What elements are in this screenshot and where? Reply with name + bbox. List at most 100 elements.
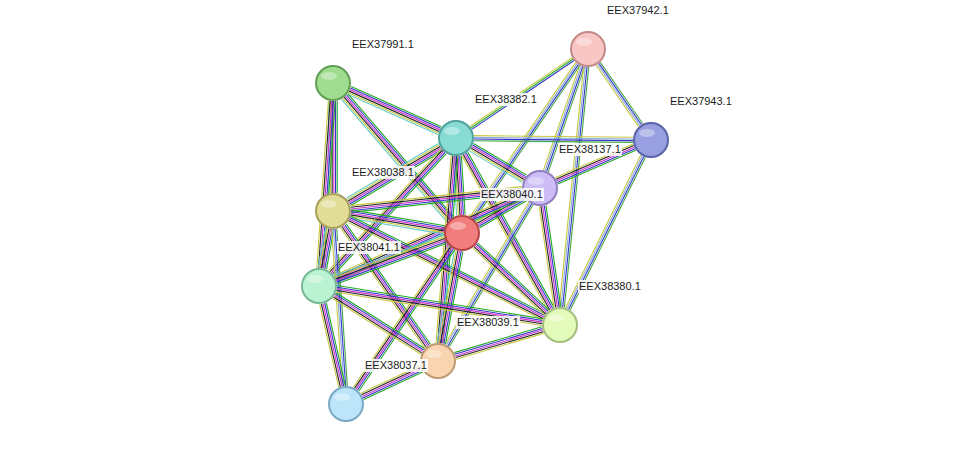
protein-node: EEX37991.1: [315, 65, 351, 101]
node-circle-shape: [316, 194, 350, 228]
node-highlight: [444, 127, 460, 135]
node-circle: [328, 386, 364, 422]
node-highlight: [639, 129, 655, 137]
node-highlight: [548, 314, 564, 322]
evidence-line: [346, 144, 438, 199]
node-circle-shape: [571, 32, 605, 66]
interaction-edge: [559, 67, 588, 308]
node-highlight: [321, 200, 337, 208]
node-label: EEX38040.1: [480, 188, 544, 201]
node-circle: [438, 120, 474, 156]
evidence-line: [317, 101, 329, 268]
interaction-edge: [445, 202, 533, 347]
interaction-edge: [332, 293, 424, 355]
evidence-line: [337, 101, 338, 193]
evidence-line: [541, 206, 556, 307]
evidence-line: [469, 151, 522, 183]
evidence-line: [559, 67, 583, 307]
evidence-line: [599, 63, 642, 124]
interaction-edge: [334, 235, 446, 283]
evidence-line: [347, 145, 439, 200]
node-label: EEX38137.1: [558, 143, 622, 156]
evidence-line: [570, 157, 645, 310]
node-circle: [315, 65, 351, 101]
node-label: EEX38041.1: [337, 241, 401, 254]
evidence-line: [336, 238, 445, 278]
interaction-edge: [539, 205, 561, 307]
protein-node: EEX38038.1: [315, 193, 351, 229]
node-label: EEX37943.1: [669, 95, 733, 108]
evidence-line: [332, 298, 421, 354]
evidence-line: [349, 148, 441, 203]
node-circle-shape: [439, 121, 473, 155]
evidence-line: [320, 101, 332, 268]
evidence-line: [322, 101, 334, 268]
evidence-line: [323, 304, 342, 387]
protein-node: EEX37943.1: [633, 122, 669, 158]
node-label: EEX38039.1: [456, 316, 520, 329]
node-circle: [444, 215, 480, 251]
evidence-line: [325, 303, 344, 386]
protein-node: EEX38040.1: [444, 215, 480, 251]
evidence-line: [445, 251, 462, 344]
evidence-line: [324, 101, 336, 268]
node-circle-shape: [445, 216, 479, 250]
node-circle: [542, 307, 578, 343]
node-highlight: [334, 393, 350, 401]
evidence-line: [335, 194, 523, 277]
evidence-line: [470, 149, 523, 181]
node-circle-shape: [302, 269, 336, 303]
evidence-line: [598, 64, 641, 125]
node-label: EEX38380.1: [578, 280, 642, 293]
evidence-line: [456, 332, 543, 358]
interaction-edge: [474, 136, 633, 143]
evidence-line: [333, 297, 422, 353]
evidence-line: [444, 251, 461, 344]
interaction-edge: [334, 192, 525, 282]
evidence-line: [320, 304, 339, 387]
node-label: EEX37991.1: [351, 38, 415, 51]
evidence-line: [456, 333, 543, 359]
evidence-line: [472, 60, 574, 129]
interaction-edge: [320, 303, 346, 387]
evidence-line: [474, 144, 527, 176]
evidence-line: [337, 286, 542, 319]
evidence-line: [474, 247, 546, 314]
evidence-line: [476, 244, 548, 311]
node-label: EEX38038.1: [351, 166, 415, 179]
evidence-line: [454, 327, 541, 353]
node-circle: [570, 31, 606, 67]
node-circle: [315, 193, 351, 229]
evidence-line: [471, 59, 573, 128]
evidence-line: [319, 101, 331, 268]
evidence-line: [320, 228, 327, 268]
evidence-line: [321, 229, 328, 269]
evidence-line: [539, 206, 554, 307]
node-highlight: [576, 38, 592, 46]
node-circle-shape: [316, 66, 350, 100]
evidence-line: [363, 370, 422, 398]
interaction-edge: [566, 155, 646, 310]
evidence-line: [336, 240, 445, 280]
node-label: EEX38037.1: [364, 359, 428, 372]
evidence-line: [348, 146, 440, 201]
node-circle-shape: [329, 387, 363, 421]
evidence-line: [475, 245, 547, 312]
evidence-line: [567, 156, 642, 309]
evidence-line: [455, 330, 542, 356]
protein-node: EEX38382.1: [438, 120, 474, 156]
interaction-edge: [346, 144, 442, 206]
protein-node: EEX38380.1: [542, 307, 578, 343]
interaction-edge: [473, 243, 549, 315]
node-highlight: [321, 72, 337, 80]
evidence-line: [569, 157, 644, 310]
node-circle-shape: [543, 308, 577, 342]
evidence-line: [455, 328, 542, 354]
evidence-line: [318, 228, 325, 268]
node-highlight: [307, 275, 323, 283]
evidence-line: [321, 304, 340, 387]
node-circle: [301, 268, 337, 304]
node-circle: [633, 122, 669, 158]
